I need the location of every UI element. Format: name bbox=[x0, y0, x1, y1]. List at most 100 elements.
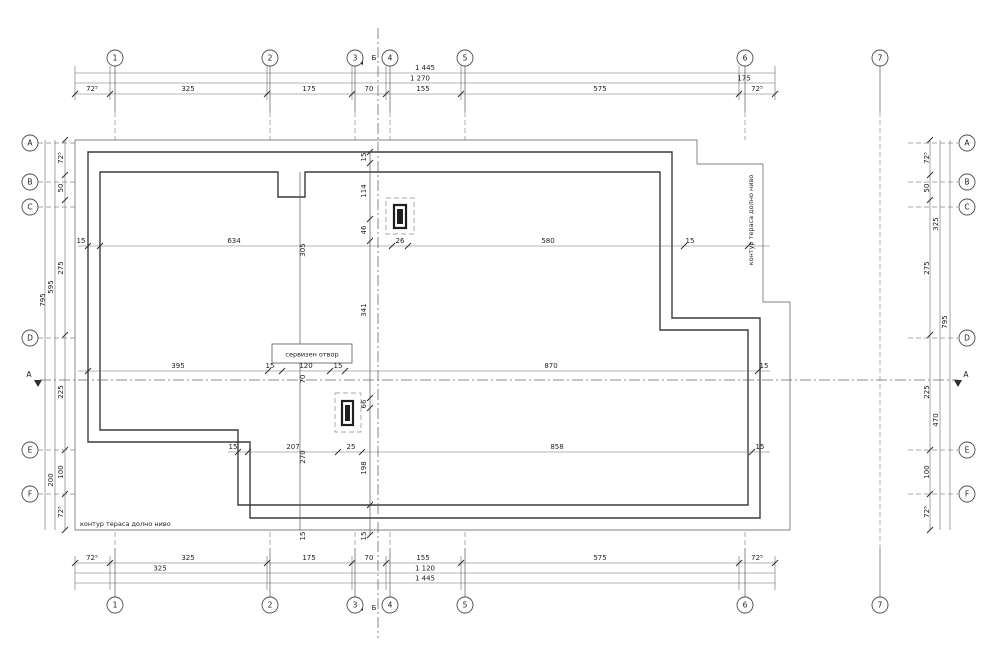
grid-row-label: F bbox=[965, 490, 969, 499]
dim-label: 50 bbox=[57, 184, 65, 193]
terrace-contour-label-right: контур тераса долно ниво bbox=[747, 175, 755, 266]
dim-label: 270 bbox=[299, 450, 307, 463]
dim-label: 1 270 bbox=[410, 75, 430, 83]
dim-label: 858 bbox=[550, 443, 563, 451]
dim-label: 1 120 bbox=[415, 565, 435, 573]
interior-dimension-ticks bbox=[84, 148, 762, 539]
dim-label: 72⁵ bbox=[923, 152, 931, 164]
dim-label: 225 bbox=[57, 385, 65, 398]
dim-label: 175 bbox=[737, 75, 750, 83]
dim-label: 200 bbox=[47, 473, 55, 486]
dim-label: 15 bbox=[229, 443, 238, 451]
grid-col-label: 3 bbox=[353, 54, 358, 63]
grid-bubbles-bottom: 1 2 3 4 5 6 7 Б bbox=[106, 596, 889, 614]
dim-label: 70 bbox=[365, 554, 374, 562]
interior-dimension-lines bbox=[78, 245, 770, 453]
dim-label: 225 bbox=[923, 385, 931, 398]
dim-label: 114 bbox=[360, 184, 368, 198]
grid-row-label: F bbox=[28, 490, 32, 499]
section-a-label: A bbox=[963, 370, 969, 379]
bottom-dimension-ticks bbox=[71, 559, 779, 567]
roof-opening-details bbox=[334, 197, 415, 433]
right-dimension-labels: 72⁵ 50 275 225 100 72⁵ 325 470 795 bbox=[923, 152, 949, 518]
dim-label: 305 bbox=[299, 243, 307, 256]
dim-label: 25 bbox=[347, 443, 356, 451]
dim-label: 1 445 bbox=[415, 575, 435, 583]
dim-label: 575 bbox=[593, 554, 606, 562]
dim-label: 120 bbox=[299, 362, 312, 370]
dim-label: 325 bbox=[153, 565, 166, 573]
dim-label: 155 bbox=[416, 85, 429, 93]
grid-row-label: E bbox=[965, 446, 970, 455]
terrace-contour-path bbox=[74, 139, 791, 531]
dim-label: 15 bbox=[756, 443, 765, 451]
grid-col-label: 1 bbox=[113, 54, 118, 63]
bottom-dimension-lines bbox=[74, 556, 776, 590]
section-markers bbox=[34, 59, 962, 611]
dim-label: 325 bbox=[181, 554, 194, 562]
dim-label: 72⁵ bbox=[86, 554, 98, 562]
dim-label: 198 bbox=[360, 461, 368, 474]
right-dimension-lines bbox=[929, 140, 951, 530]
grid-col-label: 5 bbox=[463, 601, 468, 610]
grid-col-label: 2 bbox=[268, 601, 273, 610]
grid-row-label: C bbox=[27, 203, 32, 212]
grid-col-label: 4 bbox=[388, 54, 393, 63]
dim-label: 50 bbox=[923, 184, 931, 193]
right-dimension-ticks bbox=[926, 136, 934, 534]
top-dimension-labels: 1 445 1 270 175 72⁵ 325 175 70 155 575 7… bbox=[86, 64, 763, 93]
grid-row-label: E bbox=[28, 446, 33, 455]
grid-row-label: B bbox=[27, 178, 32, 187]
dim-label: 72⁵ bbox=[923, 506, 931, 518]
dim-label: 341 bbox=[360, 303, 368, 316]
dim-label: 575 bbox=[593, 85, 606, 93]
building-outline bbox=[74, 139, 791, 535]
service-opening-label: сервизен отвор bbox=[285, 351, 338, 359]
dim-label: 395 bbox=[171, 362, 184, 370]
dim-label: 15 bbox=[760, 362, 769, 370]
grid-row-label: A bbox=[964, 139, 970, 148]
outer-wall-path bbox=[87, 151, 761, 519]
dim-label: 15 bbox=[266, 362, 275, 370]
axis-b-label: Б bbox=[372, 54, 377, 62]
axis-b-label: Б bbox=[372, 604, 377, 612]
dim-label: 175 bbox=[302, 554, 315, 562]
dim-label: 66 bbox=[360, 399, 368, 408]
dim-label: 100 bbox=[923, 465, 931, 478]
dim-label: 275 bbox=[923, 261, 931, 274]
dim-label: 15 bbox=[360, 532, 368, 541]
grid-col-label: 6 bbox=[743, 54, 748, 63]
grid-col-label: 1 bbox=[113, 601, 118, 610]
dim-label: 72⁵ bbox=[751, 85, 763, 93]
dim-label: 275 bbox=[57, 261, 65, 274]
dim-label: 325 bbox=[181, 85, 194, 93]
grid-stems bbox=[114, 66, 881, 597]
grid-col-label: 4 bbox=[388, 601, 393, 610]
grid-col-label: 2 bbox=[268, 54, 273, 63]
dim-label: 15 bbox=[77, 237, 86, 245]
dim-label: 175 bbox=[302, 85, 315, 93]
grid-col-label: 3 bbox=[353, 601, 358, 610]
grid-row-label: B bbox=[964, 178, 969, 187]
service-opening-box bbox=[271, 343, 353, 364]
left-dimension-labels: 72⁵ 50 275 225 100 72⁵ 595 200 795 bbox=[39, 152, 65, 518]
bottom-dimension-labels: 72⁵ 325 175 70 155 575 72⁵ 325 1 120 1 4… bbox=[86, 554, 763, 583]
dim-label: 1 445 bbox=[415, 64, 435, 72]
grid-row-label: A bbox=[27, 139, 33, 148]
dim-label: 580 bbox=[541, 237, 554, 245]
grid-col-label: 7 bbox=[878, 601, 883, 610]
dim-label: 72⁵ bbox=[751, 554, 763, 562]
grid-bubbles-right: A B C D E F A bbox=[958, 134, 976, 503]
grid-bubbles-left: A B C D E F A bbox=[21, 134, 39, 503]
dim-label: 46 bbox=[360, 225, 368, 234]
dim-label: 100 bbox=[57, 465, 65, 478]
grid-col-label: 5 bbox=[463, 54, 468, 63]
grid-row-label: C bbox=[964, 203, 969, 212]
section-a-label: A bbox=[26, 370, 32, 379]
dim-label: 207 bbox=[286, 443, 299, 451]
inner-wall-path bbox=[99, 171, 749, 506]
dim-label: 634 bbox=[227, 237, 241, 245]
grid-bubbles-top: 1 2 3 4 5 6 7 Б bbox=[106, 49, 889, 67]
